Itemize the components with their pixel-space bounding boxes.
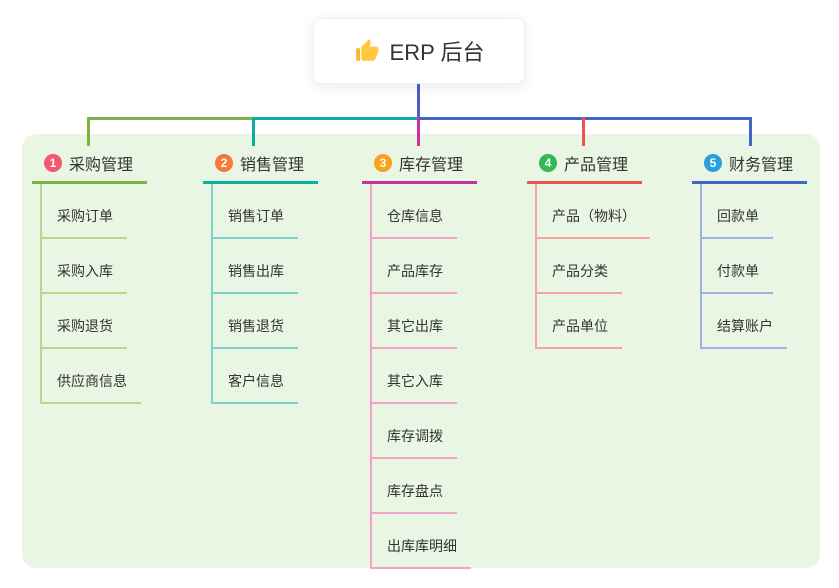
node-purchase-order[interactable]: 采购订单 bbox=[40, 184, 192, 239]
branch-vertical-line bbox=[211, 184, 213, 404]
node-product-material[interactable]: 产品（物料） bbox=[535, 184, 687, 239]
node-supplier-info[interactable]: 供应商信息 bbox=[40, 349, 192, 404]
mindmap-panel: 1 采购管理 采购订单 采购入库 采购退货 供应商信息 2 销售管理 销售订单 … bbox=[22, 134, 820, 569]
branch-label: 销售管理 bbox=[240, 157, 305, 174]
node-product-unit[interactable]: 产品单位 bbox=[535, 294, 687, 349]
branch-finance-header[interactable]: 5 财务管理 bbox=[692, 149, 807, 184]
node-receipt-order[interactable]: 回款单 bbox=[700, 184, 839, 239]
thumbs-up-icon bbox=[355, 39, 378, 61]
node-sales-return[interactable]: 销售退货 bbox=[211, 294, 363, 349]
branch-vertical-line bbox=[700, 184, 702, 349]
branch-purchase: 1 采购管理 采购订单 采购入库 采购退货 供应商信息 bbox=[32, 149, 192, 404]
branch-sales-children: 销售订单 销售出库 销售退货 客户信息 bbox=[211, 184, 363, 404]
branch-finance-children: 回款单 付款单 结算账户 bbox=[700, 184, 839, 349]
branch-label: 采购管理 bbox=[69, 157, 134, 174]
root-title: ERP 后台 bbox=[389, 40, 485, 65]
branch2-connector-line bbox=[252, 117, 419, 120]
branch2-drop-line bbox=[252, 117, 255, 146]
branch-number-badge: 5 bbox=[704, 154, 722, 172]
node-payment-order[interactable]: 付款单 bbox=[700, 239, 839, 294]
node-product-category[interactable]: 产品分类 bbox=[535, 239, 687, 294]
node-other-outbound[interactable]: 其它出库 bbox=[370, 294, 522, 349]
branch-number-badge: 1 bbox=[44, 154, 62, 172]
branch-sales: 2 销售管理 销售订单 销售出库 销售退货 客户信息 bbox=[203, 149, 363, 404]
branch-inventory: 3 库存管理 仓库信息 产品库存 其它出库 其它入库 库存调拨 库存盘点 出库库… bbox=[362, 149, 522, 569]
branch-number-badge: 2 bbox=[215, 154, 233, 172]
node-other-inbound[interactable]: 其它入库 bbox=[370, 349, 522, 404]
branch-label: 产品管理 bbox=[564, 157, 629, 174]
branch-product: 4 产品管理 产品（物料） 产品分类 产品单位 bbox=[527, 149, 687, 349]
branch-vertical-line bbox=[40, 184, 42, 404]
branch1-connector-line bbox=[87, 117, 253, 120]
branch-vertical-line bbox=[535, 184, 537, 349]
node-settlement-account[interactable]: 结算账户 bbox=[700, 294, 839, 349]
branch-label: 财务管理 bbox=[729, 157, 794, 174]
branch-purchase-header[interactable]: 1 采购管理 bbox=[32, 149, 147, 184]
branch-purchase-children: 采购订单 采购入库 采购退货 供应商信息 bbox=[40, 184, 192, 404]
branch-label: 库存管理 bbox=[399, 157, 464, 174]
branch4-drop-line bbox=[582, 117, 585, 146]
node-outbound-detail[interactable]: 出库库明细 bbox=[370, 514, 522, 569]
branch5-drop-line bbox=[749, 117, 752, 146]
branch-number-badge: 3 bbox=[374, 154, 392, 172]
node-warehouse-info[interactable]: 仓库信息 bbox=[370, 184, 522, 239]
root-node[interactable]: ERP 后台 bbox=[313, 18, 525, 84]
branch-finance: 5 财务管理 回款单 付款单 结算账户 bbox=[692, 149, 839, 349]
branch-inventory-children: 仓库信息 产品库存 其它出库 其它入库 库存调拨 库存盘点 出库库明细 bbox=[370, 184, 522, 569]
branch-vertical-line bbox=[370, 184, 372, 569]
branch1-drop-line bbox=[87, 117, 90, 146]
branch-product-header[interactable]: 4 产品管理 bbox=[527, 149, 642, 184]
root-connector-line bbox=[417, 81, 420, 119]
node-sales-outbound[interactable]: 销售出库 bbox=[211, 239, 363, 294]
node-stock-count[interactable]: 库存盘点 bbox=[370, 459, 522, 514]
branch3-drop-line bbox=[417, 117, 420, 146]
node-purchase-inbound[interactable]: 采购入库 bbox=[40, 239, 192, 294]
node-purchase-return[interactable]: 采购退货 bbox=[40, 294, 192, 349]
node-sales-order[interactable]: 销售订单 bbox=[211, 184, 363, 239]
node-product-stock[interactable]: 产品库存 bbox=[370, 239, 522, 294]
node-customer-info[interactable]: 客户信息 bbox=[211, 349, 363, 404]
branch-product-children: 产品（物料） 产品分类 产品单位 bbox=[535, 184, 687, 349]
branch-sales-header[interactable]: 2 销售管理 bbox=[203, 149, 318, 184]
node-stock-transfer[interactable]: 库存调拨 bbox=[370, 404, 522, 459]
branch-inventory-header[interactable]: 3 库存管理 bbox=[362, 149, 477, 184]
branch-number-badge: 4 bbox=[539, 154, 557, 172]
